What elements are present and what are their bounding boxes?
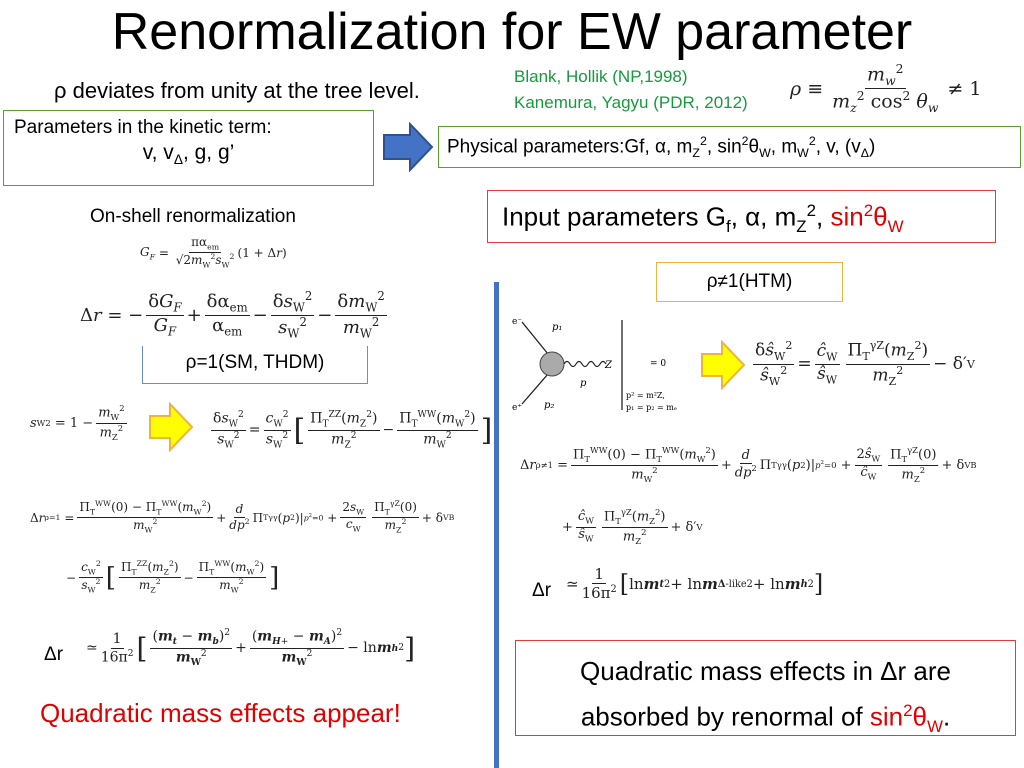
vertical-divider (494, 282, 499, 768)
physical-parameters-box: Physical parameters:Gf, α, mZ2, sin2θW, … (438, 126, 1021, 168)
right-arrow-icon (383, 122, 434, 172)
kinetic-box-line1: Parameters in the kinetic term: (14, 117, 272, 138)
input-parameters-box: Input parameters Gf, α, mZ2, sin2θW (487, 190, 996, 243)
condition-2: p₁ = p₂ = mₑ (626, 403, 677, 412)
e-plus-label: e⁺ (512, 403, 522, 413)
kinetic-box-line2: v, vΔ, g, g’ (142, 141, 235, 168)
z-label: Z (604, 360, 613, 371)
yellow-arrow-left-icon (149, 402, 194, 452)
right-delta-r-label: Δr (532, 580, 552, 601)
right-conclusion-box: Quadratic mass effects in Δr are absorbe… (515, 640, 1016, 736)
right-conclusion-line2: absorbed by renormal of sin2θW. (580, 701, 951, 736)
feynman-diagram: e⁻ e⁺ p₁ p₂ Z p = 0 p² = m²Z, p₁ = p₂ = … (512, 317, 677, 413)
reference-2: Kanemura, Yagyu (PDR, 2012) (514, 93, 748, 112)
left-delta-r-label: Δr (44, 644, 64, 665)
kinetic-parameters-box: Parameters in the kinetic term: v, vΔ, g… (3, 110, 374, 186)
slide-title: Renormalization for EW parameter (111, 3, 913, 61)
left-conclusion: Quadratic mass effects appear! (40, 698, 401, 728)
yellow-arrow-right-icon (701, 340, 746, 390)
p1-label: p₁ (552, 322, 562, 333)
htm-box: ρ≠1(HTM) (656, 262, 843, 302)
p2-label: p₂ (544, 400, 554, 411)
p-label: p (580, 378, 587, 389)
onshell-label: On-shell renormalization (90, 206, 296, 227)
eq-zero-label: = 0 (650, 359, 666, 369)
rho-statement: ρ deviates from unity at the tree level. (54, 78, 420, 103)
e-minus-label: e⁻ (512, 317, 522, 327)
right-conclusion-line1: Quadratic mass effects in Δr are (580, 656, 951, 686)
reference-1: Blank, Hollik (NP,1998) (514, 67, 688, 86)
references: Blank, Hollik (NP,1998) Kanemura, Yagyu … (514, 64, 748, 116)
sm-box: ρ=1(SM, THDM) (142, 346, 368, 384)
condition-1: p² = m²Z, (626, 391, 665, 400)
